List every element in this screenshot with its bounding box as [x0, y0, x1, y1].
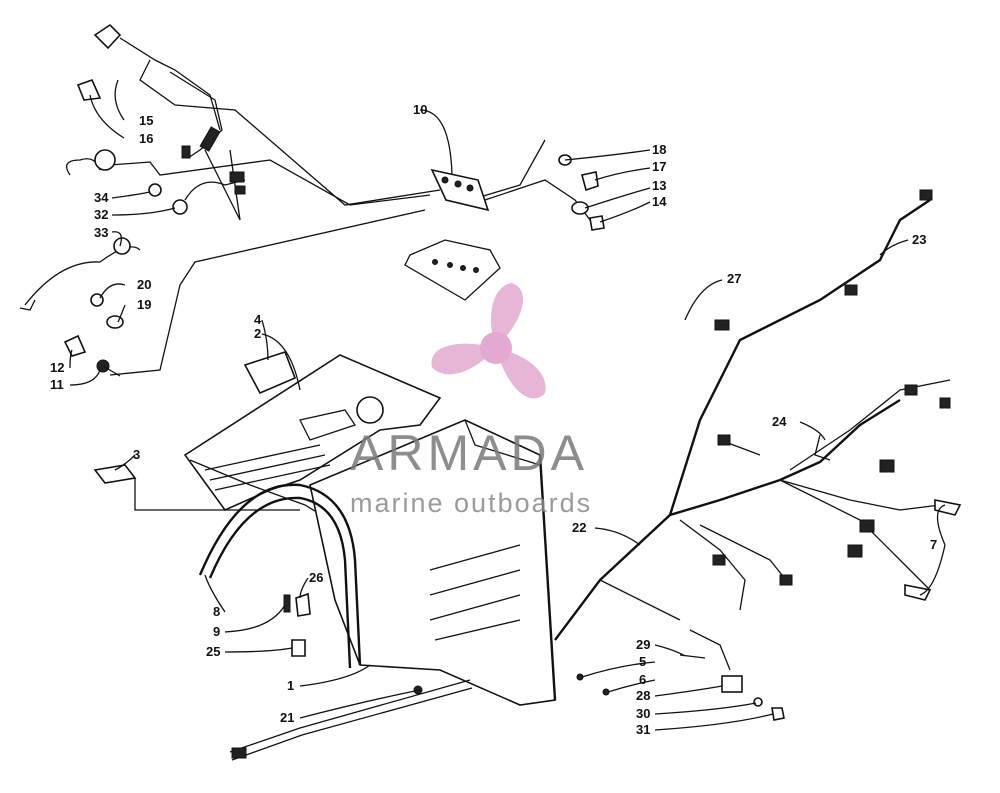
- callout-21: 21: [280, 710, 294, 725]
- callout-16: 16: [139, 131, 153, 146]
- watermark-tagline: marine outboards: [350, 488, 592, 518]
- callout-19: 19: [137, 297, 151, 312]
- callout-3: 3: [133, 447, 140, 462]
- callout-34: 34: [94, 190, 109, 205]
- callout-5: 5: [639, 654, 646, 669]
- callout-20: 20: [137, 277, 151, 292]
- lower-left-fasteners: [229, 592, 473, 761]
- callout-24: 24: [772, 414, 787, 429]
- callout-6: 6: [639, 672, 646, 687]
- watermark-brand: ARMADA: [350, 425, 588, 481]
- callout-27: 27: [727, 271, 741, 286]
- callout-13: 13: [652, 178, 666, 193]
- light-slots: [204, 444, 331, 491]
- trim-rubber-seal: [198, 483, 362, 669]
- callout-2: 2: [254, 326, 261, 341]
- dash-wiring-routes: [109, 59, 591, 376]
- leader-lines: [69, 79, 946, 731]
- handlebar-switch-assembly: [76, 23, 223, 159]
- callout-29: 29: [636, 637, 650, 652]
- callout-labels: 15 16 10 18 17 13 14 34 32 33 23 27 20 1…: [50, 102, 937, 737]
- callout-4: 4: [254, 312, 262, 327]
- callout-25: 25: [206, 644, 220, 659]
- callout-1: 1: [287, 678, 294, 693]
- callout-26: 26: [309, 570, 323, 585]
- callout-8: 8: [213, 604, 220, 619]
- callout-12: 12: [50, 360, 64, 375]
- callout-28: 28: [636, 688, 650, 703]
- indicator-parts: [558, 154, 605, 231]
- callout-14: 14: [652, 194, 667, 209]
- callout-32: 32: [94, 207, 108, 222]
- callout-17: 17: [652, 159, 666, 174]
- callout-22: 22: [572, 520, 586, 535]
- callout-18: 18: [652, 142, 666, 157]
- callout-33: 33: [94, 225, 108, 240]
- callout-31: 31: [636, 722, 650, 737]
- main-wire-harness: [554, 189, 962, 641]
- mounting-bracket: [404, 239, 501, 301]
- callout-11: 11: [50, 377, 64, 392]
- bracket-3: [93, 464, 300, 511]
- propeller-logo-icon: [431, 283, 546, 399]
- callout-23: 23: [912, 232, 926, 247]
- watermark: ARMADA marine outboards: [350, 283, 592, 518]
- side-console-panel: [309, 419, 557, 706]
- callout-7: 7: [930, 537, 937, 552]
- callout-30: 30: [636, 706, 650, 721]
- key-switch-cluster: [19, 149, 246, 377]
- lower-right-fasteners: [576, 629, 785, 721]
- junction-block: [430, 168, 490, 212]
- callout-15: 15: [139, 113, 153, 128]
- callout-10: 10: [413, 102, 427, 117]
- callout-9: 9: [213, 624, 220, 639]
